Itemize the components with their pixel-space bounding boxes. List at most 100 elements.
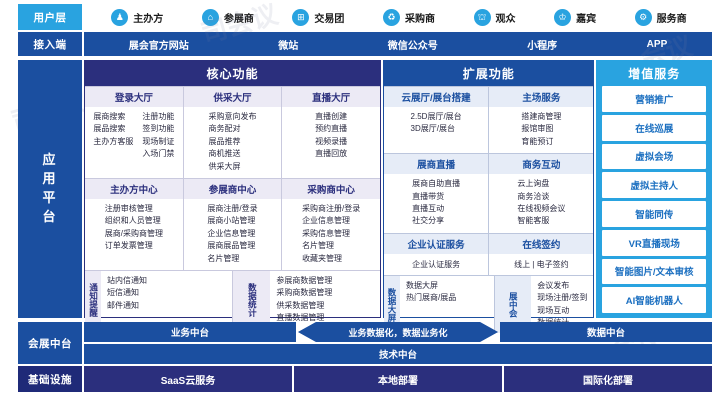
expanded-flat-text[interactable]: 企业认证服务 [384,253,489,275]
core-feature-item[interactable]: 收藏夹管理 [302,253,343,263]
user-layer-item-3[interactable]: ⊞交易团 [292,8,344,26]
expanded-feature-item[interactable]: 现场互动 [537,305,570,315]
expanded-feature-item[interactable]: 商务洽谈 [517,191,550,201]
core-feature-item[interactable]: 短信通知 [107,288,139,298]
core-feature-item[interactable]: 订单发票管理 [104,241,153,251]
core-feature-item[interactable]: 采购商注册/登录 [302,203,361,213]
expanded-feature-item[interactable]: 3D展厅/展台 [410,124,455,134]
value-added-service-item[interactable]: 智能同传 [602,201,706,227]
expanded-feature-item[interactable]: 云上询盘 [517,179,550,189]
expanded-feature-item[interactable]: 育能预订 [521,136,554,146]
core-cell[interactable]: 采购商中心采购商注册/登录企业信息管理采购信息管理名片管理收藏夹管理 [281,178,381,270]
core-feature-item[interactable]: 参展商数据管理 [276,275,333,285]
core-feature-item[interactable]: 名片管理 [207,253,240,263]
user-layer-item-4[interactable]: ♻采购商 [382,8,435,26]
value-added-service-item[interactable]: 智能图片/文本审核 [602,258,706,285]
expanded-feature-item[interactable]: 现场注册/签到 [537,293,588,303]
core-feature-item[interactable]: 组织和人员管理 [104,216,161,226]
user-layer-item-5[interactable]: ⛫观众 [473,8,516,26]
core-cell[interactable]: 登录大厅展商搜索展品搜索主办方客服注册功能签到功能现场制证入场门禁 [85,87,183,178]
expanded-feature-item[interactable]: 报馆审图 [521,124,554,134]
expanded-vertical-label-text: 数据大屏 [387,287,397,322]
core-feature-item[interactable]: 展品搜索 [93,124,126,134]
user-layer-item-6[interactable]: ♔嘉宾 [554,8,596,26]
expanded-feature-item[interactable]: 数据大屏 [406,280,438,290]
core-cell[interactable]: 参展商中心展商注册/登录展商小站管理企业信息管理展商展品管理名片管理 [182,178,282,270]
core-feature-item[interactable]: 供采数据管理 [276,300,325,310]
infrastructure-item-3[interactable]: 国际化部署 [504,366,712,392]
expanded-cell[interactable]: 商务互动云上询盘商务洽谈在线视频会议智能客服 [488,154,594,233]
core-feature-item[interactable]: 直播回放 [315,149,348,159]
expanded-flat-text[interactable]: 线上 | 电子签约 [489,253,594,275]
core-feature-item[interactable]: 展商搜索 [93,112,126,121]
core-feature-item[interactable]: 注册功能 [142,112,175,121]
core-side-half[interactable]: 数据统计参展商数据管理采购商数据管理供采数据管理直播数据管理 [232,270,380,329]
expanded-feature-item[interactable]: 热门展商/展品 [406,293,457,303]
user-layer-item-7[interactable]: ⚙服务商 [634,8,687,26]
access-layer-item-5[interactable]: APP [646,38,668,50]
core-feature-item[interactable]: 主办方客服 [93,136,134,146]
value-added-service-item[interactable]: 虚拟主持人 [602,172,706,198]
expanded-feature-item[interactable]: 搭建商管理 [521,112,562,121]
infrastructure-item-2[interactable]: 本地部署 [294,366,502,392]
core-cell[interactable]: 直播大厅直播创建预约直播视频录播直播回放 [281,87,381,178]
core-feature-item[interactable]: 直播创建 [315,112,348,121]
core-feature-item[interactable]: 预约直播 [315,124,348,134]
core-feature-item[interactable]: 采购商数据管理 [276,288,333,298]
core-feature-item[interactable]: 展商/采购商管理 [104,228,163,238]
expanded-feature-item[interactable]: 展商自助直播 [412,179,461,189]
core-cell[interactable]: 供采大厅采购意向发布商务配对展品推荐商机推送供采大屏 [182,87,282,178]
infrastructure-item-1[interactable]: SaaS云服务 [84,366,292,392]
core-feature-item[interactable]: 企业信息管理 [207,228,256,238]
access-layer-item-1[interactable]: 展会官方网站 [128,40,189,52]
expanded-side-cell[interactable]: 数据大屏数据大屏热门展商/展品 [384,275,494,334]
value-added-service-item[interactable]: 营销推广 [602,86,706,112]
core-feature-item[interactable]: 入场门禁 [142,149,175,159]
expanded-side-list: 数据大屏热门展商/展品 [400,276,494,334]
expanded-feature-item[interactable]: 在线视频会议 [517,203,566,213]
core-feature-item[interactable]: 商务配对 [208,124,241,134]
value-added-service-item[interactable]: 虚拟会场 [602,143,706,170]
expanded-feature-item[interactable]: 直播互动 [412,203,445,213]
core-feature-item[interactable]: 供采大屏 [208,161,241,171]
expanded-feature-item[interactable]: 直播带货 [412,191,445,201]
access-layer-item-2[interactable]: 微站 [278,40,299,52]
access-layer-item-4[interactable]: 小程序 [527,40,558,52]
core-cell-title: 供采大厅 [183,87,282,107]
core-feature-item[interactable]: 企业信息管理 [302,216,351,226]
expanded-feature-item[interactable]: 社交分享 [412,216,445,226]
core-cell[interactable]: 主办方中心注册审核管理组织和人员管理展商/采购商管理订单发票管理 [85,178,183,270]
value-added-service-item[interactable]: 在线巡展 [602,114,706,141]
core-feature-item[interactable]: 展商展品管理 [207,241,256,251]
core-feature-item[interactable]: 商机推送 [208,149,241,159]
user-layer-item-1[interactable]: ♟主办方 [111,8,163,26]
core-feature-item[interactable]: 站内信通知 [107,275,147,285]
user-layer-item-2[interactable]: ⌂参展商 [201,8,254,26]
expanded-cell[interactable]: 企业认证服务企业认证服务 [384,233,489,275]
value-added-service-item[interactable]: VR直播现场 [602,229,706,256]
core-cell-body: 直播创建预约直播视频录播直播回放 [282,107,380,166]
core-feature-item[interactable]: 注册审核管理 [104,203,153,213]
core-feature-item[interactable]: 现场制证 [142,136,175,146]
core-functions-grid: 登录大厅展商搜索展品搜索主办方客服注册功能签到功能现场制证入场门禁供采大厅采购意… [85,86,381,329]
core-feature-item[interactable]: 展品推荐 [208,136,241,146]
core-feature-item[interactable]: 直播数据管理 [276,313,325,323]
core-feature-item[interactable]: 展商小站管理 [207,216,256,226]
expanded-cell[interactable]: 主场服务搭建商管理报馆审图育能预订 [488,87,594,154]
expanded-feature-item[interactable]: 智能客服 [517,216,550,226]
core-feature-item[interactable]: 展商注册/登录 [207,203,258,213]
core-side-half[interactable]: 通知提醒站内信通知短信通知邮件通知 [85,270,232,329]
core-feature-item[interactable]: 采购意向发布 [208,112,257,121]
value-added-service-item[interactable]: AI智能机器人 [602,287,706,313]
core-feature-item[interactable]: 签到功能 [142,124,175,134]
core-feature-item[interactable]: 邮件通知 [107,300,139,310]
access-layer-item-3[interactable]: 微信公众号 [387,40,438,52]
expanded-feature-item[interactable]: 会议发布 [537,280,570,290]
core-feature-item[interactable]: 名片管理 [302,241,335,251]
expanded-feature-item[interactable]: 2.5D展厅/展台 [410,112,462,121]
expanded-cell[interactable]: 展商直播展商自助直播直播带货直播互动社交分享 [384,154,489,233]
core-feature-item[interactable]: 视频录播 [315,136,348,146]
expanded-cell[interactable]: 在线签约线上 | 电子签约 [488,233,594,275]
core-feature-item[interactable]: 采购信息管理 [302,228,351,238]
